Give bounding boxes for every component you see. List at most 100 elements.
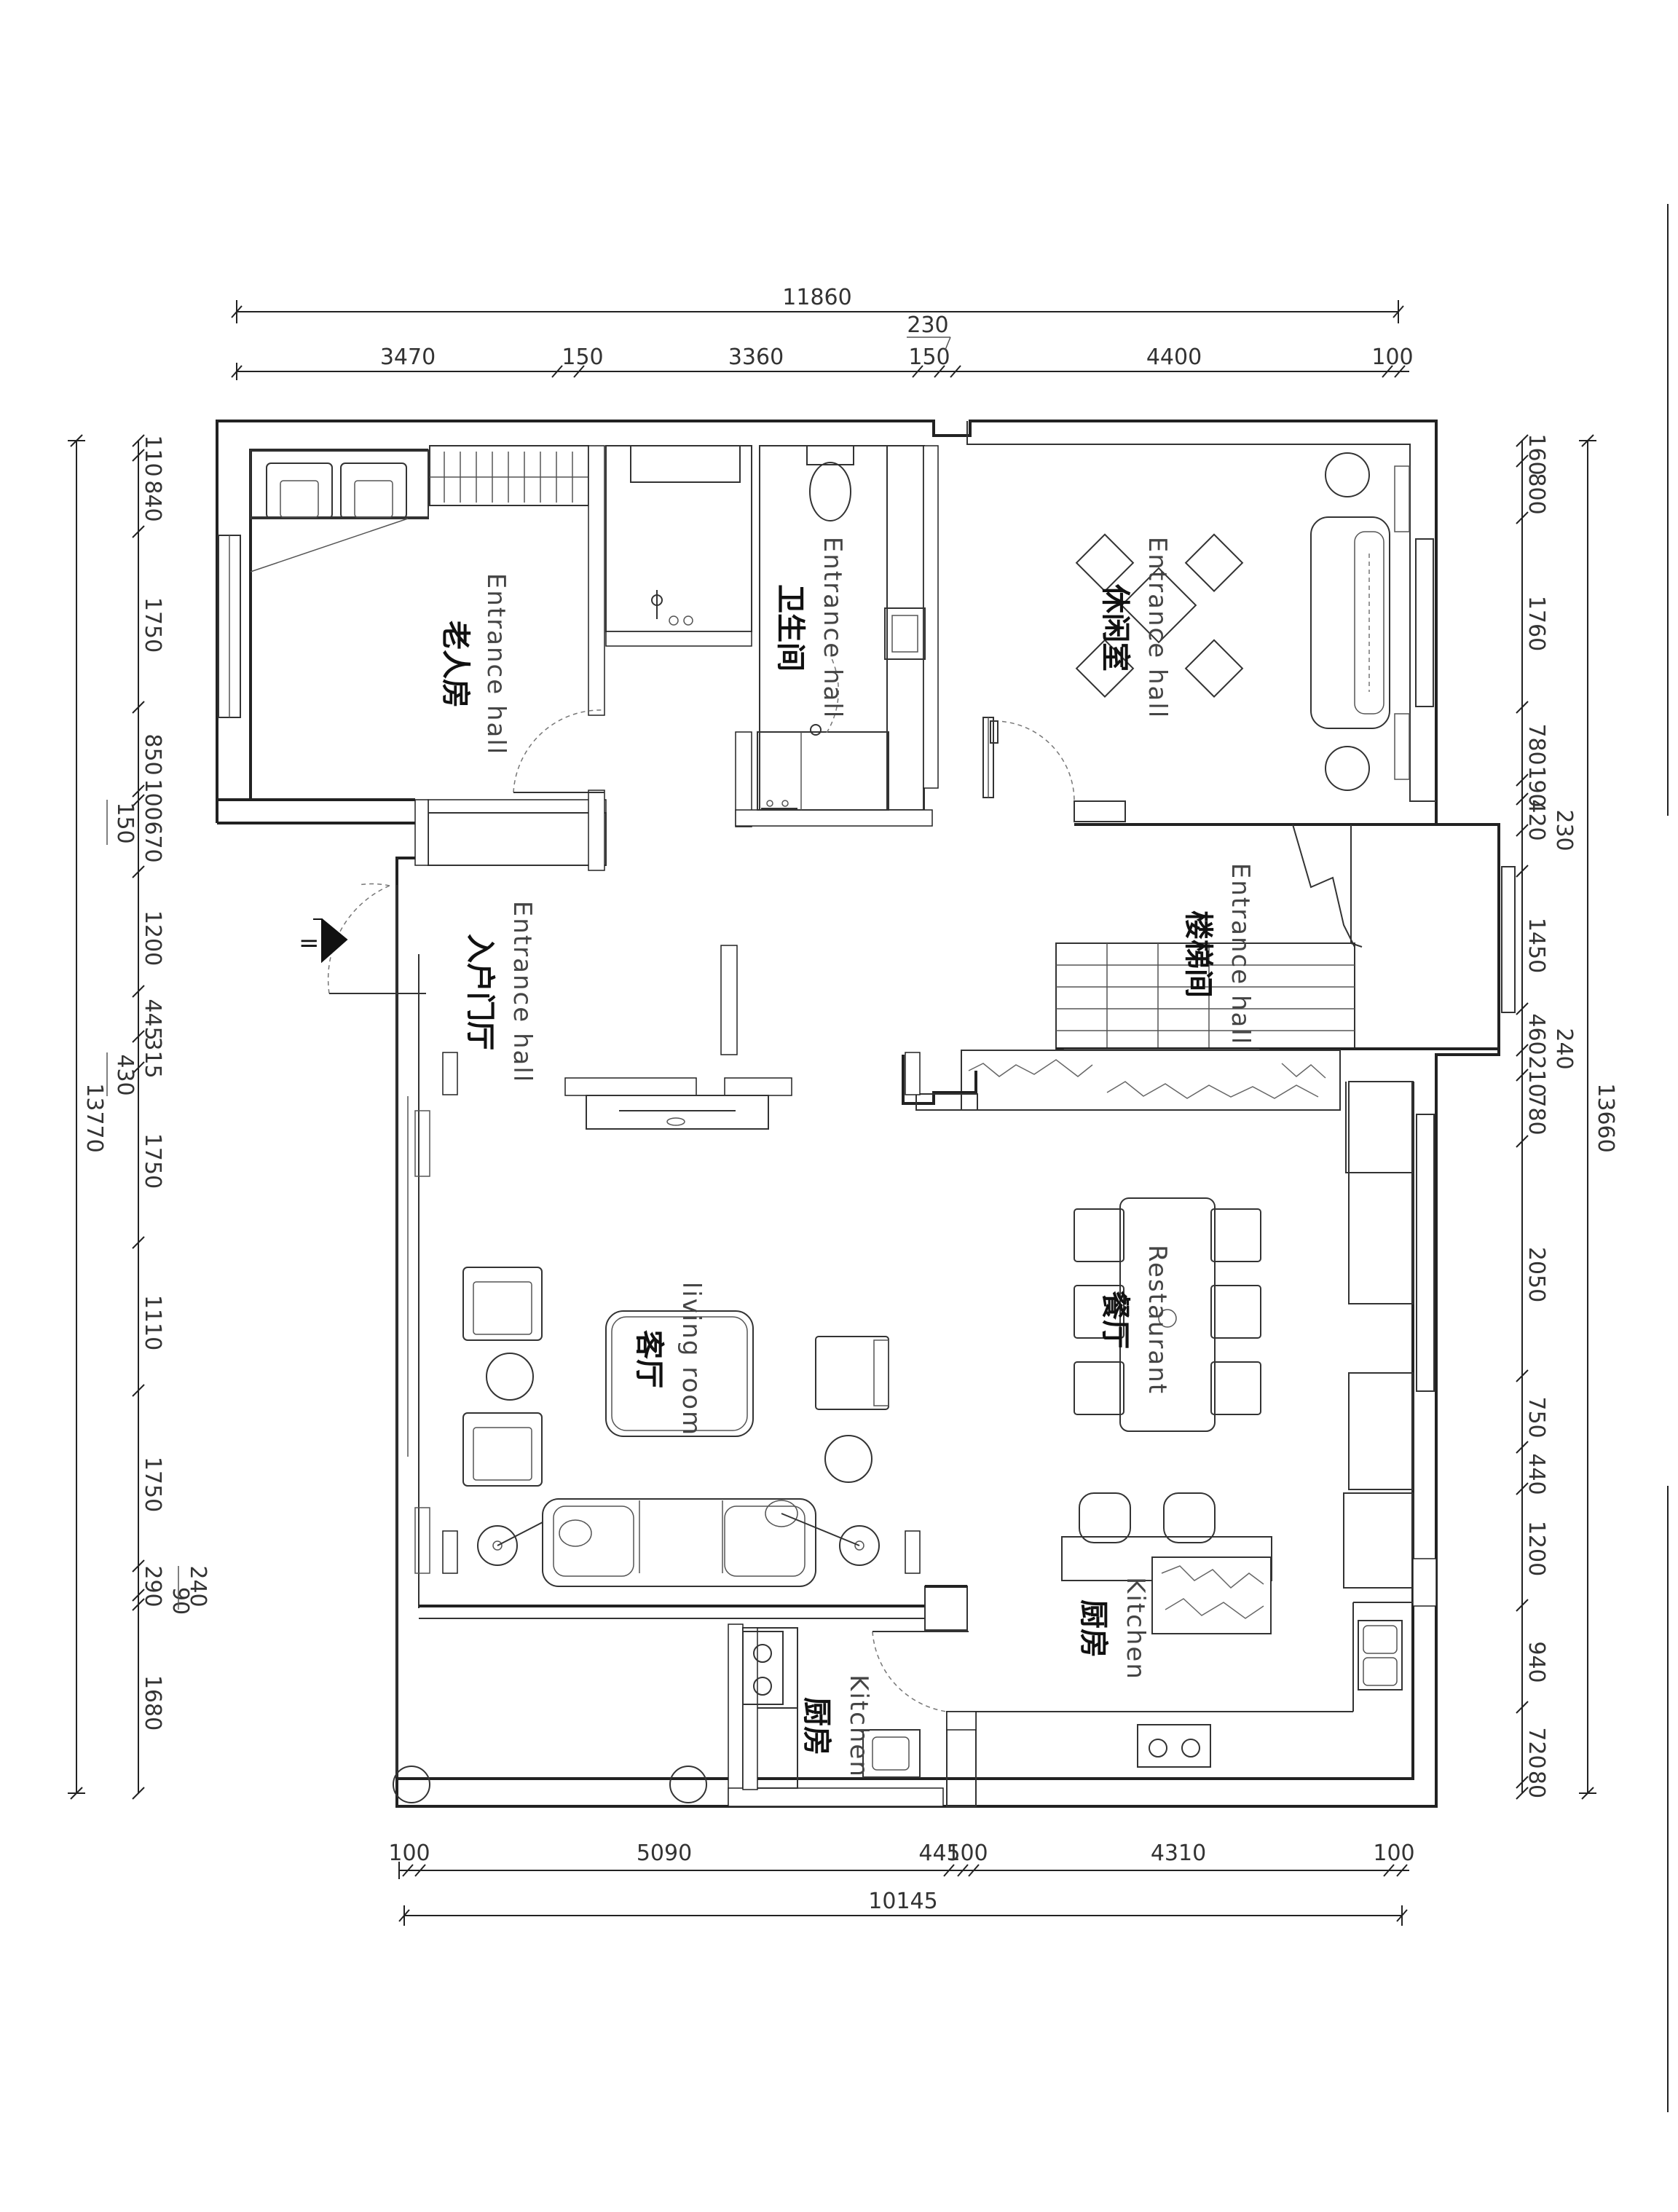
radiator-icon [1394,465,1410,780]
shower-icon [761,724,822,809]
stove-icon [1137,1724,1211,1768]
dim-left-aux-2: 430 [112,1054,138,1095]
furniture [266,445,1410,1803]
dim-left-total: 13770 [82,1083,107,1152]
dim-top-5: 4400 [1146,345,1202,370]
outer-walls [216,420,1516,1808]
side-table-icon [1325,746,1370,791]
dim-right-4: 780 [1524,723,1549,765]
dim-right-1: 160 [1524,433,1549,475]
dim-top-total: 11860 [782,285,851,310]
floor-lamp-icon [839,1525,880,1566]
dim-left-12: 1750 [140,1457,165,1512]
stove-icon [742,1631,784,1705]
dim-left-3: 1750 [140,597,165,653]
label-kitchen-open-cn: 厨房 [1076,1599,1110,1658]
top-dimensions: 11860 3470 150 3360 150 4400 100 230 [231,285,1414,380]
marble-strip [961,1050,1341,1111]
side-table-icon [1325,452,1370,497]
label-kitchen-closed-cn: 厨房 [800,1697,833,1755]
dim-right-10: 780 [1524,1093,1549,1135]
dim-bottom-total: 10145 [868,1889,937,1914]
sink-icon [884,607,926,660]
speaker-icon [442,1530,458,1574]
curtain-icon [414,1507,430,1574]
mahjong-table-icon [1075,533,1244,698]
door-bath [826,655,839,733]
label-leisure-room-cn: 休闲室 [1098,583,1132,672]
dim-right-3: 1760 [1524,596,1549,651]
dim-right-16: 720 [1524,1727,1549,1768]
dim-top-mid: 230 [907,312,948,338]
dim-left-5: 100 [140,779,165,820]
speaker-icon [905,1530,921,1574]
armchair-icon [815,1336,889,1410]
dim-top-4: 150 [908,345,950,370]
dim-bottom-3: 445 [918,1841,960,1866]
dim-left-13: 290 [140,1565,165,1607]
dim-left-4: 850 [140,733,165,775]
door-entry-2 [358,883,390,886]
speaker-icon [442,1052,458,1095]
entrance-arrow-icon: = [299,918,348,964]
dim-left-2: 840 [140,480,165,521]
dim-bottom-6: 100 [1373,1841,1414,1866]
doors [327,655,1075,1712]
entrance-marker-text: = [299,929,320,958]
dim-right-13: 440 [1524,1453,1549,1495]
label-entry-hall-en: Entrance hall [508,901,537,1083]
armchair-icon [462,1412,543,1487]
dining-table-icon [1119,1197,1216,1432]
dim-top-3: 3360 [728,345,784,370]
dim-right-aux-1: 230 [1551,809,1577,851]
label-bathroom-en: Entrance hall [818,537,847,719]
coffee-table-icon [605,1310,754,1437]
toilet-icon [806,445,854,521]
window-leisure [1415,538,1434,707]
window-stair [1501,866,1516,1013]
kitchen-island-icon [1061,1536,1272,1634]
column-icon [393,1766,430,1803]
dim-left-aux-3: 240 [185,1565,210,1607]
bar-stool-icon [1079,1492,1216,1543]
dim-right-14: 1200 [1524,1521,1549,1576]
column-icon [669,1766,707,1803]
dim-right-15: 940 [1524,1641,1549,1682]
dim-right-12: 750 [1524,1396,1549,1438]
armchair-icon [340,463,407,519]
curtain-icon [414,1110,430,1177]
sink-icon [1358,1620,1403,1691]
dim-right-11: 2050 [1524,1247,1549,1302]
tv-icon [586,1095,769,1130]
label-elder-room-en: Entrance hall [481,573,511,755]
label-elder-room-cn: 老人房 [438,621,472,708]
dim-left-aux-1: 150 [112,802,138,843]
label-restaurant-cn: 餐厅 [1098,1291,1132,1349]
dim-right-9: 210 [1524,1055,1549,1097]
label-entry-hall-cn: 入户门厅 [463,934,497,1050]
dim-right-total: 13660 [1593,1083,1618,1152]
dim-right-2: 800 [1524,473,1549,514]
speaker-icon [905,1052,921,1095]
dim-left-8: 445 [140,999,165,1040]
dim-left-11: 1110 [140,1295,165,1350]
label-bathroom-cn: 卫生间 [773,584,807,672]
left-dimensions: 13770 110 840 1750 850 100 670 1200 445 [68,434,210,1800]
label-kitchen-open-en: Kitchen [1121,1577,1150,1680]
tv-console-icon [720,945,738,1055]
bottom-dimensions: 100 5090 445 100 4310 100 10145 [388,1841,1415,1926]
label-leisure-room-en: Entrance hall [1143,537,1172,719]
dim-bottom-4: 100 [946,1841,988,1866]
armchair-icon [266,463,333,519]
door-kitchen [872,1631,948,1712]
dim-left-15: 1680 [140,1675,165,1731]
dim-right-8: 460 [1524,1013,1549,1055]
sofa-icon [1310,516,1390,729]
dim-top-6: 100 [1371,345,1413,370]
bathtub-icon [630,445,741,626]
dim-left-1: 110 [140,435,165,476]
dim-right-aux-2: 240 [1551,1028,1577,1069]
label-living-room-en: living room [677,1282,706,1436]
window-dining [1416,1114,1435,1392]
